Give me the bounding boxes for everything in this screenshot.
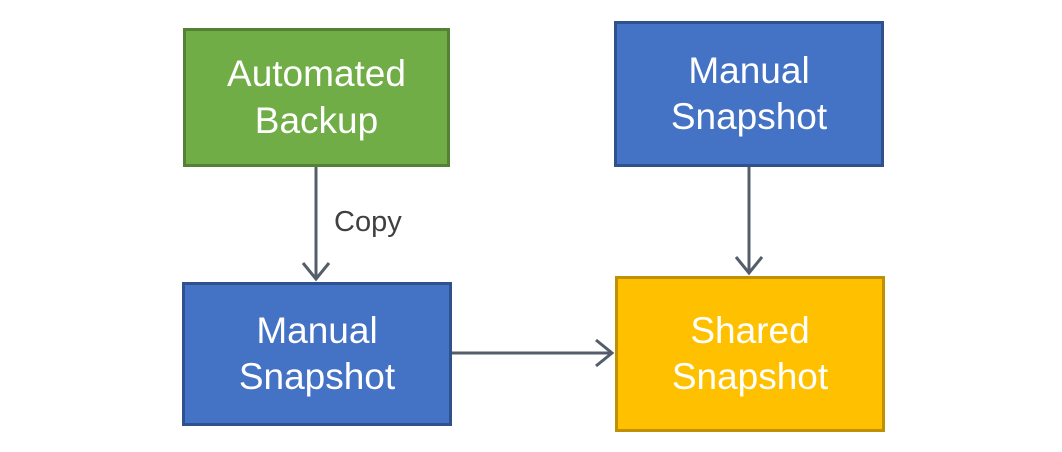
node-manual-snapshot-top-label: Manual Snapshot [670,49,828,137]
node-shared-snapshot: Shared Snapshot [615,276,885,432]
manual-top-to-shared-arrow [734,167,764,276]
node-automated-backup-label: Automated Backup [227,53,406,141]
node-manual-snapshot-bottom: Manual Snapshot [182,282,452,426]
node-shared-snapshot-label: Shared Snapshot [671,309,829,397]
node-automated-backup: Automated Backup [183,28,450,167]
node-manual-snapshot-top: Manual Snapshot [614,21,884,167]
edge-label-copy: Copy [334,206,402,238]
manual-bottom-to-shared-arrow [452,338,615,368]
copy-arrow [301,167,331,282]
node-manual-snapshot-bottom-label: Manual Snapshot [238,309,396,397]
